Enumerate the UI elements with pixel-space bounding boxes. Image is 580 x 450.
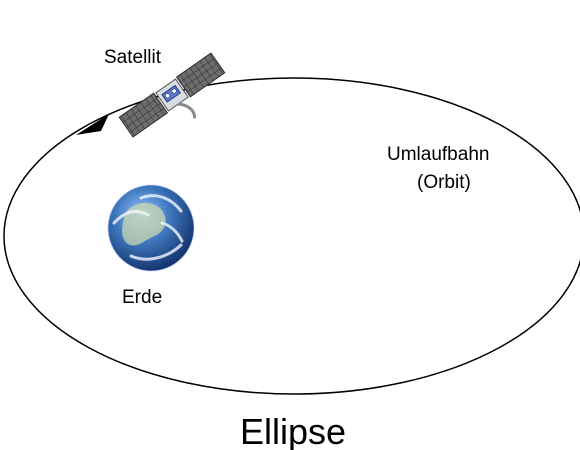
left-solar-panel (118, 92, 169, 138)
orbit-ellipse (3, 77, 580, 395)
satellite-label: Satellit (104, 47, 162, 68)
orbit-label-line-1: Umlaufbahn (387, 144, 489, 165)
arrowhead-icon (76, 114, 109, 135)
satellite-antenna (178, 102, 196, 119)
satellite-dish-left (165, 93, 171, 99)
earth-continent (122, 202, 166, 246)
earth-clouds (112, 194, 184, 261)
right-solar-panel (175, 52, 226, 98)
earth-rim (107, 184, 195, 272)
earth-label: Erde (122, 287, 162, 308)
orbit-direction-arrow (76, 114, 109, 135)
orbit-label-line-2: (Orbit) (417, 172, 471, 193)
earth-globe-icon (107, 184, 195, 272)
satellite-icon (118, 52, 226, 138)
satellite-dish-right (171, 88, 177, 94)
ellipse-label: Ellipse (240, 411, 346, 450)
